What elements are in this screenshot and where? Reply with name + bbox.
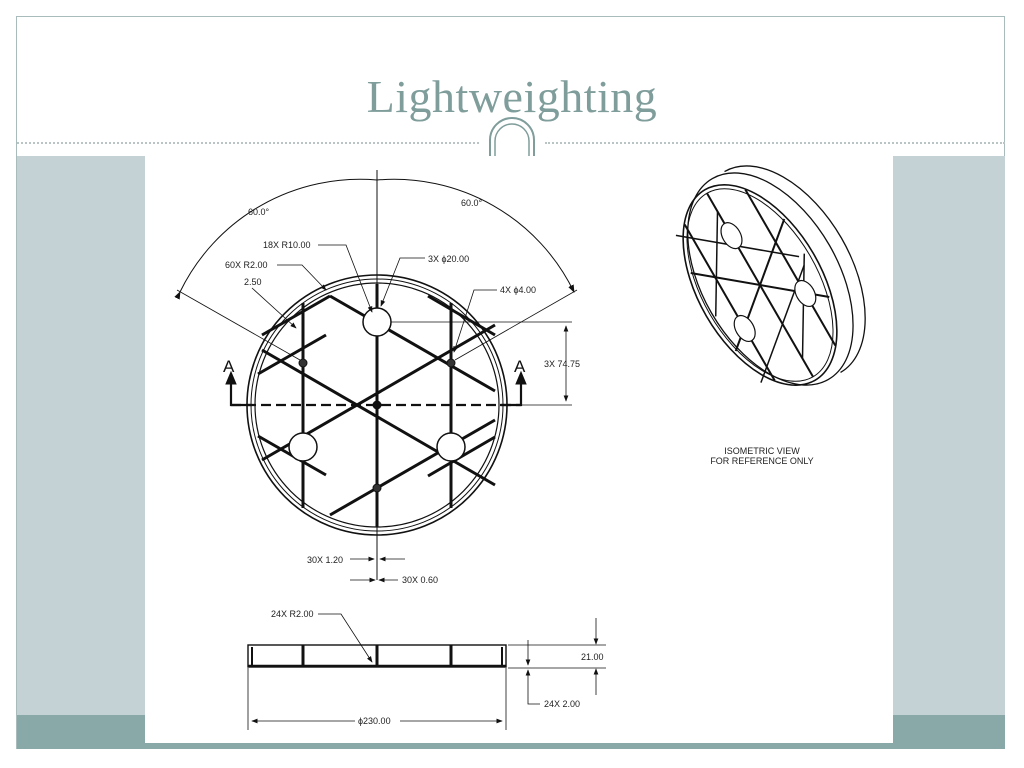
face-thickness-callout: 24X 2.00 (544, 699, 580, 709)
iso-caption-line2: FOR REFERENCE ONLY (710, 456, 813, 466)
top-view (174, 170, 578, 583)
title-divider-left (17, 142, 479, 144)
section-fillet-callout: 24X R2.00 (271, 609, 314, 619)
center-holes-callout: 3X ϕ20.00 (428, 254, 469, 264)
slide-title: Lightweighting (366, 71, 658, 122)
rib-offset-callout: 30X 0.60 (402, 575, 438, 585)
iso-caption-line1: ISOMETRIC VIEW (724, 446, 800, 456)
angle-left-label: 60.0° (248, 207, 270, 217)
fillet-small-callout: 60X R2.00 (225, 260, 268, 270)
small-holes-callout: 4X ϕ4.00 (500, 285, 536, 295)
rim-width-callout: 2.50 (244, 277, 262, 287)
right-side-panel (893, 156, 1005, 716)
drawing-canvas: 60.0° 60.0° 18X R10.00 60X R2.00 2.50 3X… (174, 165, 866, 730)
divider-ornament-icon (489, 117, 535, 156)
angle-right-label: 60.0° (461, 198, 483, 208)
fillet-large-callout: 18X R10.00 (263, 240, 311, 250)
rib-width-callout: 30X 1.20 (307, 555, 343, 565)
left-side-panel (17, 156, 145, 716)
section-marker-left: A (223, 357, 235, 376)
section-marker-right: A (514, 357, 526, 376)
spacing-callout: 3X 74.75 (544, 359, 580, 369)
section-height-callout: 21.00 (581, 652, 604, 662)
isometric-view (675, 165, 866, 386)
engineering-drawing: 60.0° 60.0° 18X R10.00 60X R2.00 2.50 3X… (145, 156, 893, 743)
diameter-callout: ϕ230.00 (358, 716, 391, 726)
section-view (247, 613, 606, 730)
title-divider-right (545, 142, 1005, 144)
